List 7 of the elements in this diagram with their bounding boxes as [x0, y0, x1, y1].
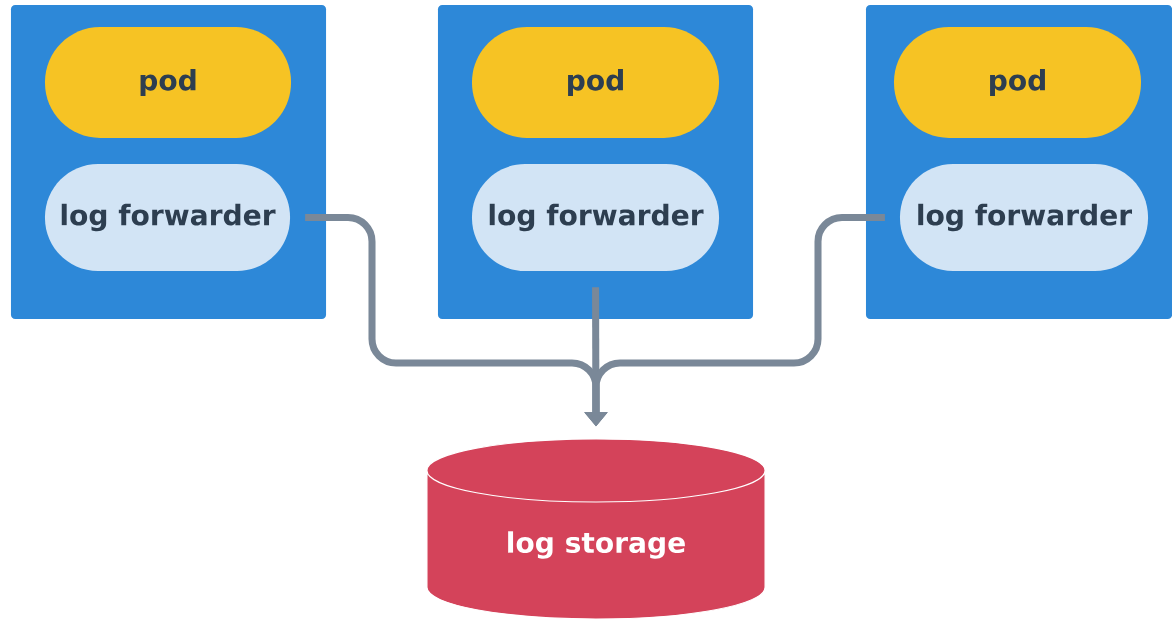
pod-pill: pod: [45, 27, 292, 138]
storage-cylinder: log storage: [426, 438, 766, 620]
pod-pill: pod: [894, 27, 1142, 138]
forwarder-pill: log forwarder: [471, 164, 720, 271]
pod-pill: pod: [471, 27, 720, 138]
forwarder-pill: log forwarder: [45, 164, 291, 271]
forwarder-pill: log forwarder: [899, 164, 1149, 271]
